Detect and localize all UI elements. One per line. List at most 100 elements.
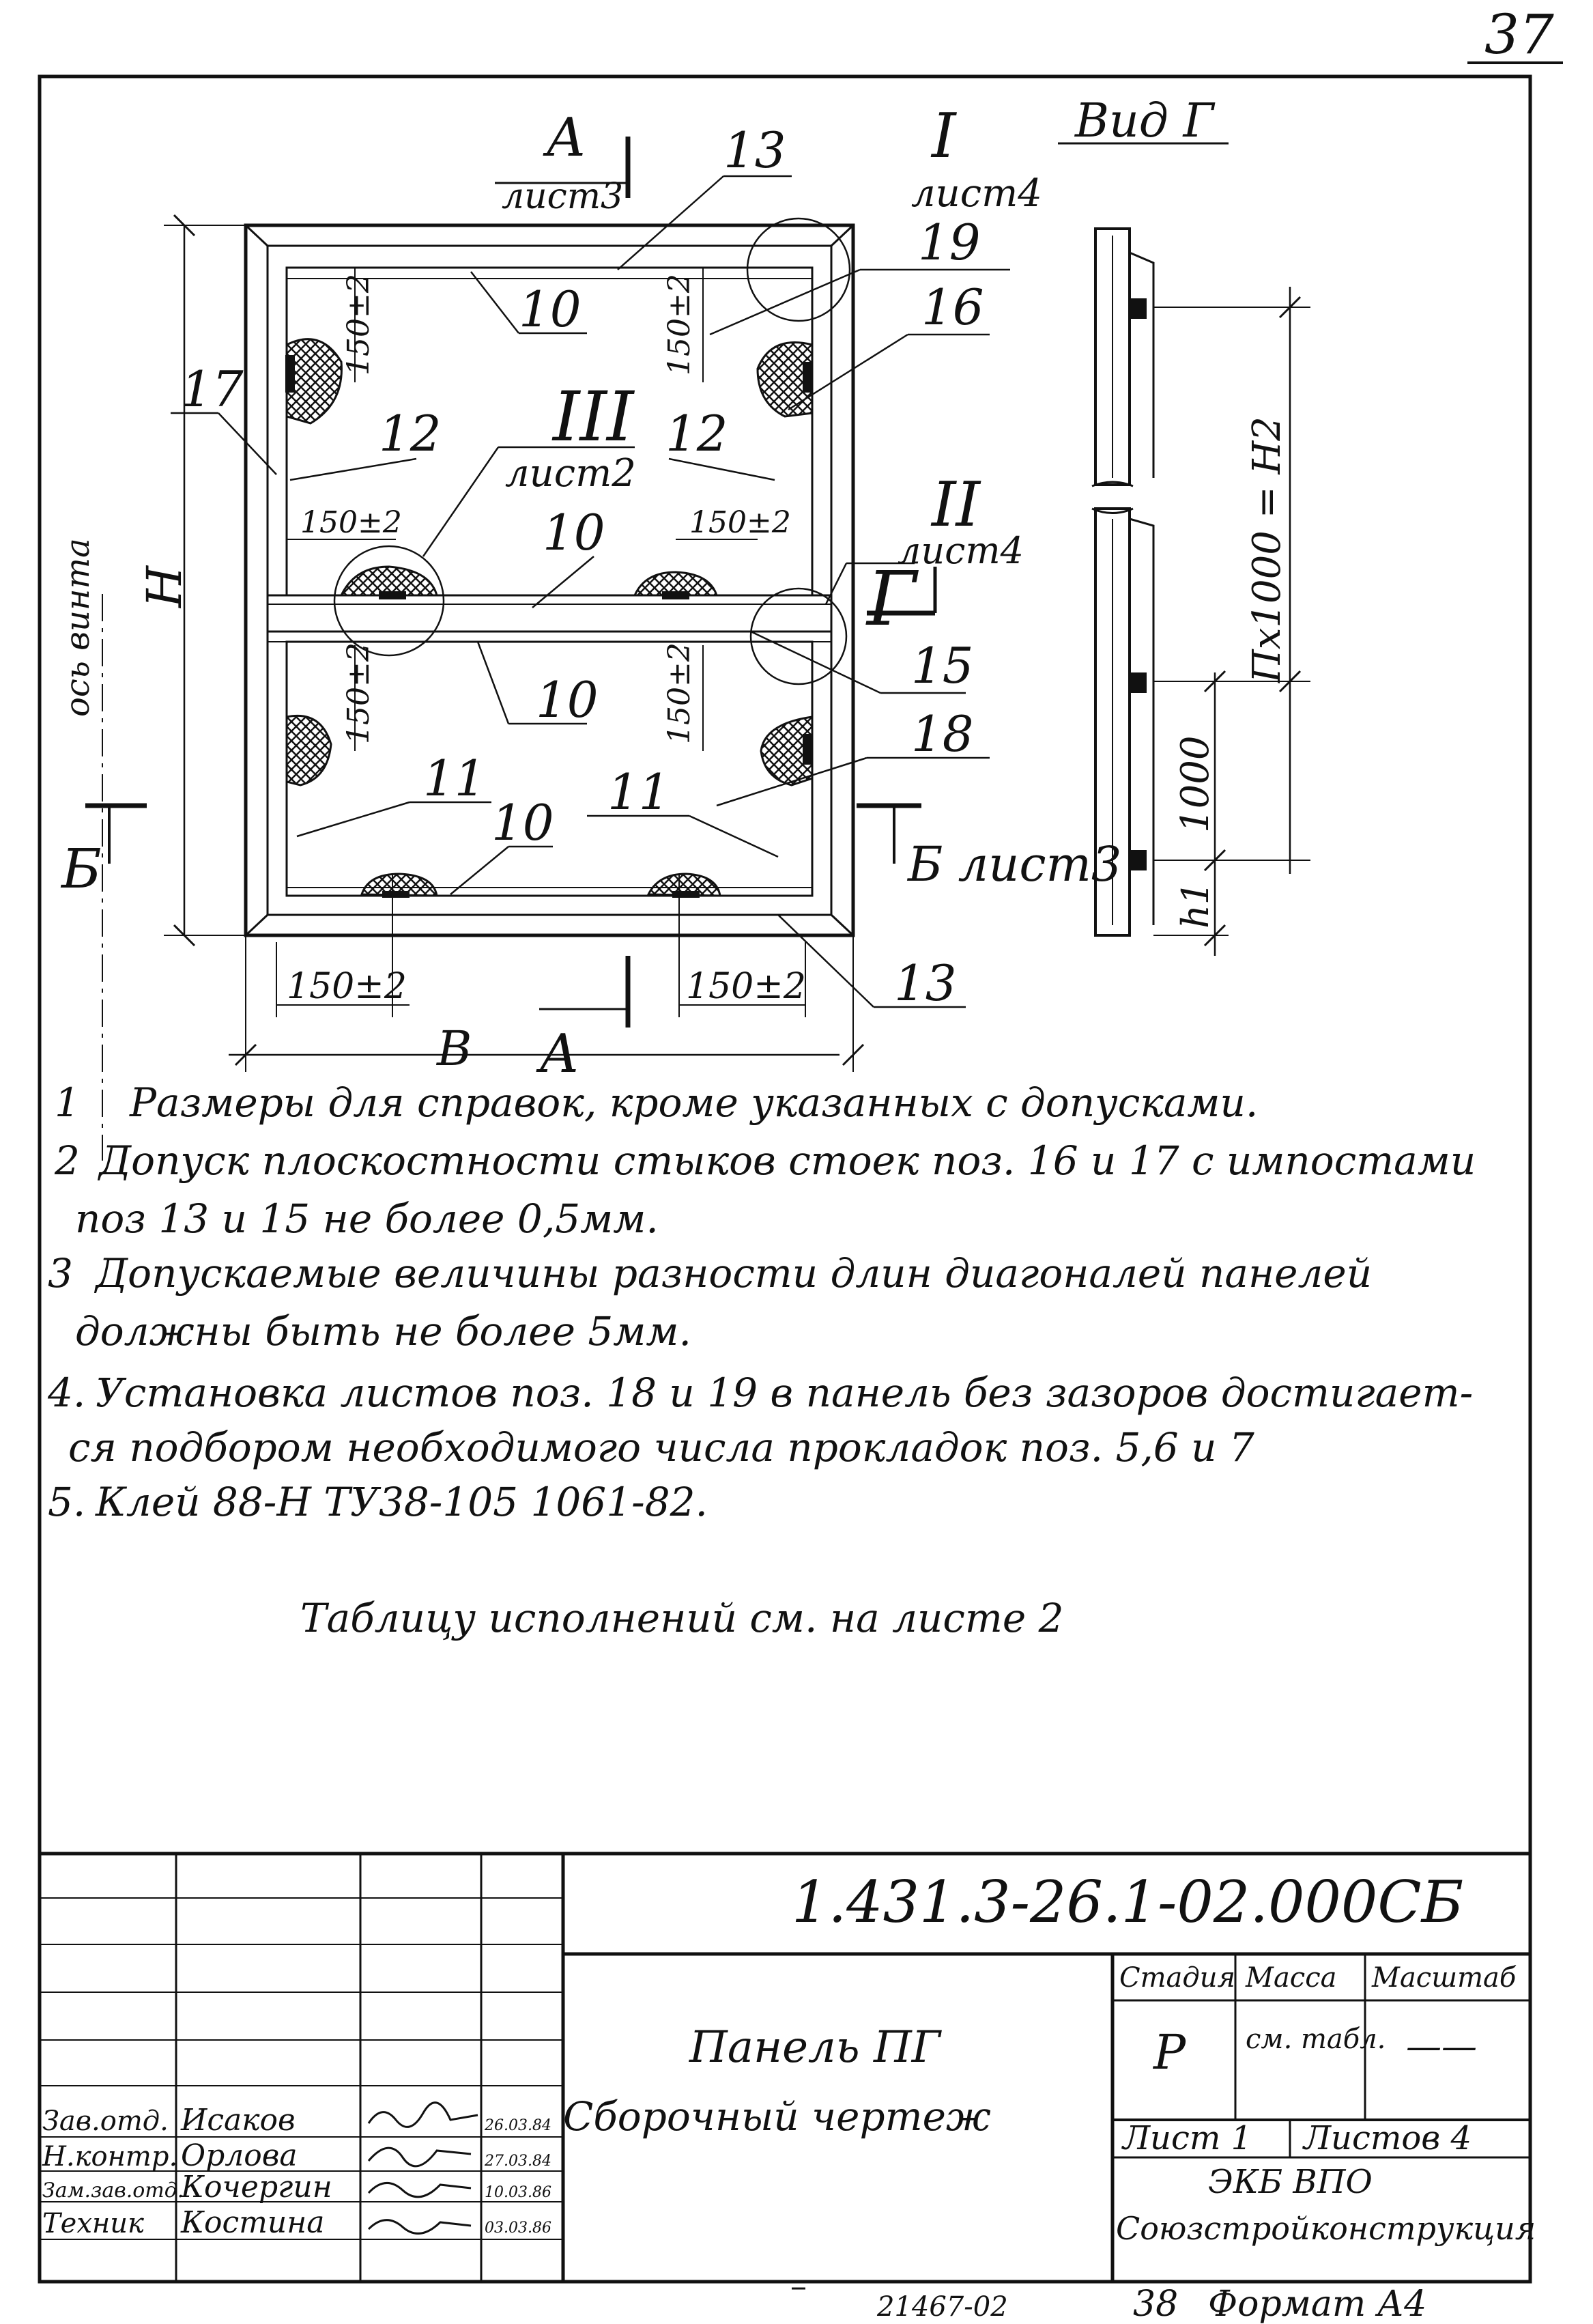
pos-17: 17 xyxy=(181,360,244,418)
dim-H: H xyxy=(137,565,192,609)
pos-13-bottom: 13 xyxy=(894,954,957,1012)
name-2: Орлова xyxy=(181,2138,298,2173)
note-3-line-2: должны быть не более 5мм. xyxy=(75,1308,691,1355)
role-4: Техник xyxy=(42,2208,144,2239)
role-1: Зав.отд. xyxy=(42,2106,169,2137)
note-2-line-2: поз 13 и 15 не более 0,5мм. xyxy=(75,1195,659,1242)
detail-I-numeral: I xyxy=(930,100,957,172)
section-a-top-letter: А xyxy=(543,107,586,169)
dim-150-low-left: 150±2 xyxy=(341,642,376,744)
dim-150-top-right: 150±2 xyxy=(662,274,697,375)
pos-16: 16 xyxy=(921,279,984,336)
signature-2 xyxy=(367,2146,472,2168)
sheets-label: Листов 4 xyxy=(1302,2119,1472,2157)
name-4: Костина xyxy=(180,2205,324,2240)
dim-pitch: Пх1000 = Н2 xyxy=(1245,416,1289,683)
note-3-number: 3 xyxy=(48,1250,73,1296)
dim-150-top-left: 150±2 xyxy=(341,274,376,375)
section-a-bottom-letter: А xyxy=(536,1023,579,1085)
view-label: Вид Г xyxy=(1074,94,1215,148)
dim-h1: h1 xyxy=(1174,881,1217,929)
notes: 1 Размеры для справок, кроме указанных с… xyxy=(47,1079,1476,1641)
role-3: Зам.зав.отд. xyxy=(42,2179,184,2202)
section-a-top-sheet: лист3 xyxy=(502,176,623,217)
mass-value: см. табл. xyxy=(1246,2024,1386,2055)
note-2-line-1: Допуск плоскостности стыков стоек поз. 1… xyxy=(97,1137,1476,1184)
section-marks xyxy=(85,137,937,1028)
scale-header: Масштаб xyxy=(1371,1962,1517,1994)
note-5-line-1: Клей 88-Н ТУ38-105 1061-82. xyxy=(95,1479,708,1525)
pos-10-c: 10 xyxy=(536,671,599,728)
date-3: 10.03.86 xyxy=(485,2184,551,2201)
pos-12-left: 12 xyxy=(379,405,442,462)
name-1: Исаков xyxy=(180,2103,296,2138)
note-3-line-1: Допускаемые величины разности длин диаго… xyxy=(94,1250,1372,1296)
pos-18: 18 xyxy=(911,705,974,763)
pos-11-right: 11 xyxy=(607,763,670,821)
doc-code: 1.431.3-26.1-02.000СБ xyxy=(792,1869,1463,1936)
dim-150-mid-left: 150±2 xyxy=(300,505,402,540)
dim-150-mid-right: 150±2 xyxy=(689,505,791,540)
detail-circle-I xyxy=(746,217,851,322)
note-4-number: 4. xyxy=(47,1370,85,1416)
date-4: 03.03.86 xyxy=(485,2220,551,2237)
pos-10-b: 10 xyxy=(543,504,605,561)
signature-3 xyxy=(367,2182,472,2198)
note-5-number: 5. xyxy=(48,1479,85,1525)
axis-label: ось винта xyxy=(59,538,97,717)
page-number: 37 xyxy=(1484,3,1554,66)
scale-value: —— xyxy=(1406,2026,1477,2067)
org-line-1: ЭКБ ВПО xyxy=(1208,2163,1373,2201)
pos-11-left: 11 xyxy=(423,750,486,807)
adhesive-spots xyxy=(285,338,814,898)
dim-150-bottom-left: 150±2 xyxy=(287,966,407,1007)
footer-format: Формат А4 xyxy=(1208,2284,1426,2324)
detail-II-numeral: II xyxy=(930,469,981,541)
dim-B: B xyxy=(435,1021,472,1077)
note-1-number: 1 xyxy=(55,1079,80,1126)
mass-header: Масса xyxy=(1245,1962,1336,1994)
stage-value: Р xyxy=(1152,2024,1187,2080)
role-2: Н.контр. xyxy=(42,2141,177,2172)
pos-19: 19 xyxy=(918,214,981,271)
dim-150-low-right: 150±2 xyxy=(662,642,697,744)
note-4-line-1: Установка листов поз. 18 и 19 в панель б… xyxy=(96,1370,1473,1416)
signature-1 xyxy=(367,2101,478,2128)
drawing-frame xyxy=(38,74,1532,2284)
name-3: Кочергин xyxy=(180,2170,332,2205)
doc-name-line-2: Сборочный чертеж xyxy=(563,2093,991,2140)
pos-10-a: 10 xyxy=(519,281,582,338)
org-line-2: Союзстройконструкция xyxy=(1116,2210,1536,2247)
detail-II-sheet: лист4 xyxy=(898,529,1024,572)
dimension-lines xyxy=(102,214,865,1161)
doc-name-line-1: Панель ПГ xyxy=(689,2022,943,2073)
pos-13-top: 13 xyxy=(723,122,786,179)
sheet-label: Лист 1 xyxy=(1121,2119,1252,2157)
dim-150-bottom-right: 150±2 xyxy=(686,966,806,1007)
title-block: 1.431.3-26.1-02.000СБ Панель ПГ Сборочны… xyxy=(40,1852,1536,2282)
leader-lines xyxy=(171,175,1010,1008)
footer-copy: 38 xyxy=(1133,2284,1178,2324)
footer: 21467-02 38 Формат А4 xyxy=(792,2284,1426,2324)
stage-header: Стадия xyxy=(1119,1962,1235,1994)
section-b-left: Б xyxy=(60,837,102,901)
detail-I-sheet: лист4 xyxy=(911,171,1042,216)
pos-10-d: 10 xyxy=(491,794,554,851)
note-1-line-1: Размеры для справок, кроме указанных с д… xyxy=(129,1079,1258,1126)
pos-12-right: 12 xyxy=(665,405,728,462)
footer-inv: 21467-02 xyxy=(876,2291,1008,2323)
dim-1000: 1000 xyxy=(1173,735,1218,833)
section-b-right: Б лист3 xyxy=(906,836,1121,892)
date-2: 27.03.84 xyxy=(484,2153,551,2170)
detail-circle-III xyxy=(333,545,445,657)
table-reference: Таблицу исполнений см. на листе 2 xyxy=(300,1595,1064,1641)
side-view xyxy=(1058,142,1310,956)
mark-G: Г xyxy=(865,555,919,642)
detail-III-sheet: лист2 xyxy=(505,451,636,496)
detail-III-numeral: III xyxy=(551,377,635,457)
date-1: 26.03.84 xyxy=(484,2117,551,2134)
pos-15: 15 xyxy=(911,637,974,694)
detail-circle-II xyxy=(749,587,848,685)
panel-front-view xyxy=(244,223,855,937)
